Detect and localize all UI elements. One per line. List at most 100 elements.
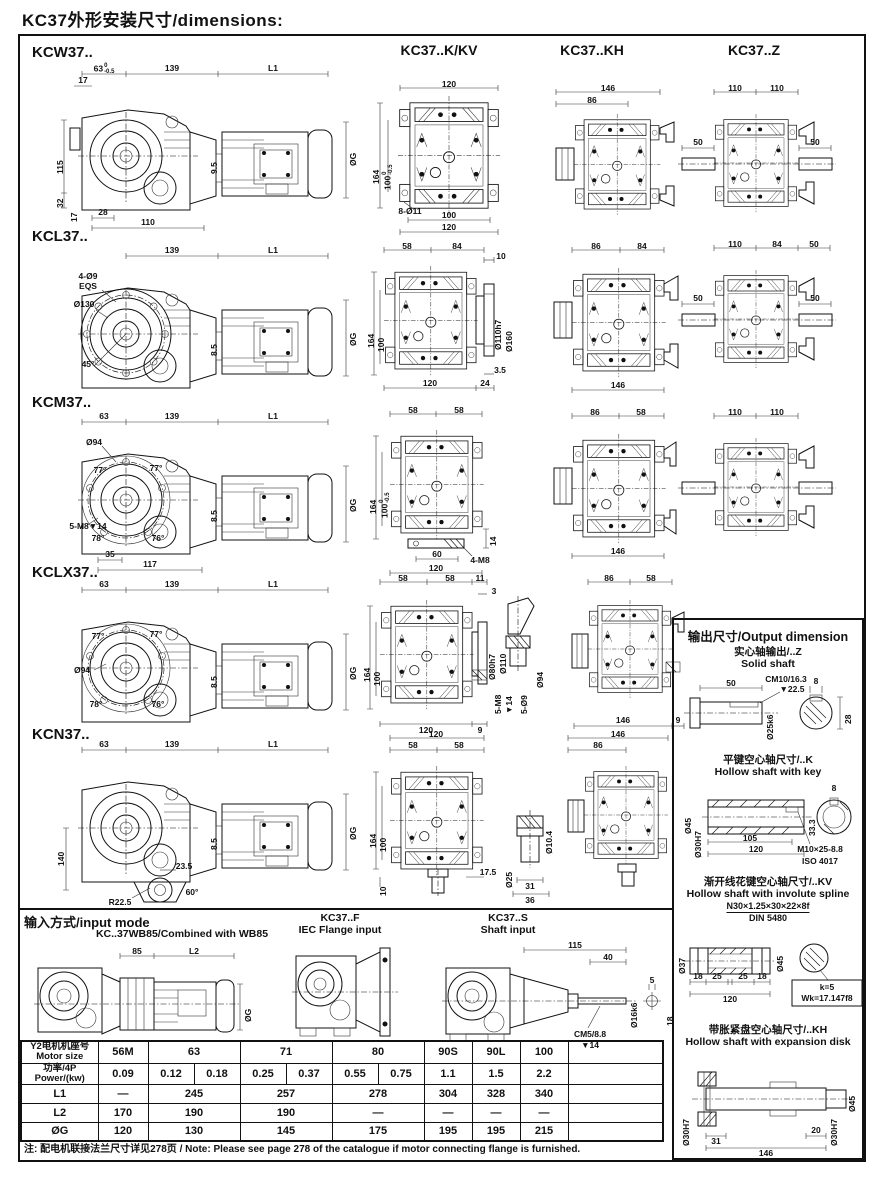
dim-label: L1 [268,63,278,73]
table-row-og: ØG 120 130 145 175 195 195 215 [20,1121,664,1142]
dim-label: 25 [712,971,722,981]
dim-label: 139 [164,63,180,73]
dim-label: 20 [811,1125,821,1135]
dim-label: 17 [78,75,88,85]
dim-label: 32 [55,198,65,208]
dim-label: 86 [593,740,603,750]
input-section-divider [20,908,672,910]
spline-k-value: k=5 [819,982,835,992]
dim-angle: 78° [91,533,105,543]
dim-label: 120 [428,563,444,573]
dim-label: 23.5 [175,861,193,871]
dim-label: 58 [454,740,464,750]
dim-label: 40 [603,952,613,962]
dim-label: 17.5 [479,867,497,877]
dim-label: 31 [711,1136,721,1146]
dim-label: 139 [164,411,180,421]
kcw-z-view: 110 110 50 50 [668,84,840,234]
solid-shaft-title-en: Solid shaft [741,658,795,670]
dim-taper: CM10/16.3 [765,674,807,684]
l2-cell: 190 [239,1102,333,1123]
dim-angle: 77° [91,631,105,641]
section-kcl-label: KCL37.. [32,228,88,245]
empty-cell [567,1040,664,1064]
dim-label: ØG [348,152,358,166]
dim-tap: 5-M8 [493,694,503,714]
dim-label: L1 [268,739,278,749]
kclx-kh-drawing [571,579,685,729]
og-cell: 145 [239,1121,333,1142]
dim-label: 28 [98,207,108,217]
solid-shaft-drawing: 50 CM10/16.3 ▼22.5 Ø25k6 8 28 [682,674,860,748]
dim-flange: Ø160 [504,331,514,352]
dim-label: 105 [742,833,758,843]
kclx-side-view: 63 139 L1 77° 77° 78° 76° Ø94 8.5 ØG [58,578,358,736]
l2-cell: 190 [147,1102,241,1123]
dim-label: 164 [366,333,376,348]
dim-label: 110 [770,83,784,93]
dim-label: Ø25 [504,871,514,888]
l1-cell: 328 [471,1083,521,1104]
dim-label: 18 [665,1016,675,1026]
dim-label: ØG [348,498,358,512]
dim-depth: ▼14 [504,696,514,714]
dim-label: 100 [378,837,388,852]
section-kcw-label: KCW37.. [32,44,93,61]
empty-cell [567,1062,664,1085]
dim-label: 50 [810,293,820,303]
power-cell: 0.25 [239,1062,287,1085]
dim-angle: 76° [151,533,165,543]
dim-label: 115 [568,940,582,950]
column-header-z: KC37..Z [727,42,781,58]
dim-label: 139 [164,245,180,255]
row-label-l1: L1 [20,1083,99,1104]
dim-shaft: Ø16k6 [629,1002,639,1028]
dim-label: 3 [491,586,497,596]
dim-label: 100 [372,671,382,686]
kcn-detail-drawing [512,810,550,897]
dim-label: 164 [371,169,381,184]
section-kcm-label: KCM37.. [32,394,92,411]
dim-label: 120 [748,844,764,854]
dim-label: 84 [637,241,647,251]
kclx-side-drawing [77,587,349,723]
spline-wk-value: Wk=17.147f8 [801,993,853,1003]
motor-size-cell: 56M [97,1040,149,1064]
dim-label: 120 [418,725,434,735]
dim-label: 58 [646,573,656,583]
dim-label: 86 [587,95,597,105]
row-label-l2: L2 [20,1102,99,1123]
l2-cell: 170 [97,1102,149,1123]
dim-label: 146 [758,1148,774,1158]
motor-size-cell: 63 [147,1040,241,1064]
hollow-key-drawing: Ø45 Ø30H7 105 120 8 33.3 M10×25-8.8 ISO … [682,784,860,870]
dim-taper: CM5/8.8 [573,1029,607,1039]
dim-label: 8.5 [209,510,219,522]
l2-cell: — [519,1102,569,1123]
row-label-og: ØG [20,1121,99,1142]
dim-angle: 77° [149,463,163,473]
shaft-input-drawing [442,947,661,1042]
spline-title-cn: 渐开线花键空心轴尺寸/..KV [703,876,833,888]
kcw-side-drawing [61,71,349,231]
dim-label: 17 [69,212,79,222]
kcm-z-view: 110 110 [668,408,840,558]
dim-label: 120 [441,222,457,232]
expansion-disk-drawing: Ø30H7 31 146 20 Ø30H7 Ø45 [681,1054,860,1158]
kcw-kkv-drawing [377,85,501,235]
input-mode-title: 输入方式/input mode [24,915,150,930]
dim-label: 164 [362,667,372,682]
kcl-side-view: 139 L1 4-Ø9 EQS Ø130 45° 8.5 ØG [58,244,358,406]
dim-radius: R22.5 [108,897,132,907]
footnote: 注: 配电机联接法兰尺寸详见278页 / Note: Please see pa… [24,1144,581,1155]
l1-cell: — [97,1083,149,1104]
dim-label: 139 [164,579,180,589]
hollow-key-title-cn: 平键空心轴尺寸/..K [723,754,813,766]
dim-label: 58 [636,407,646,417]
dim-label: 24 [480,378,490,388]
